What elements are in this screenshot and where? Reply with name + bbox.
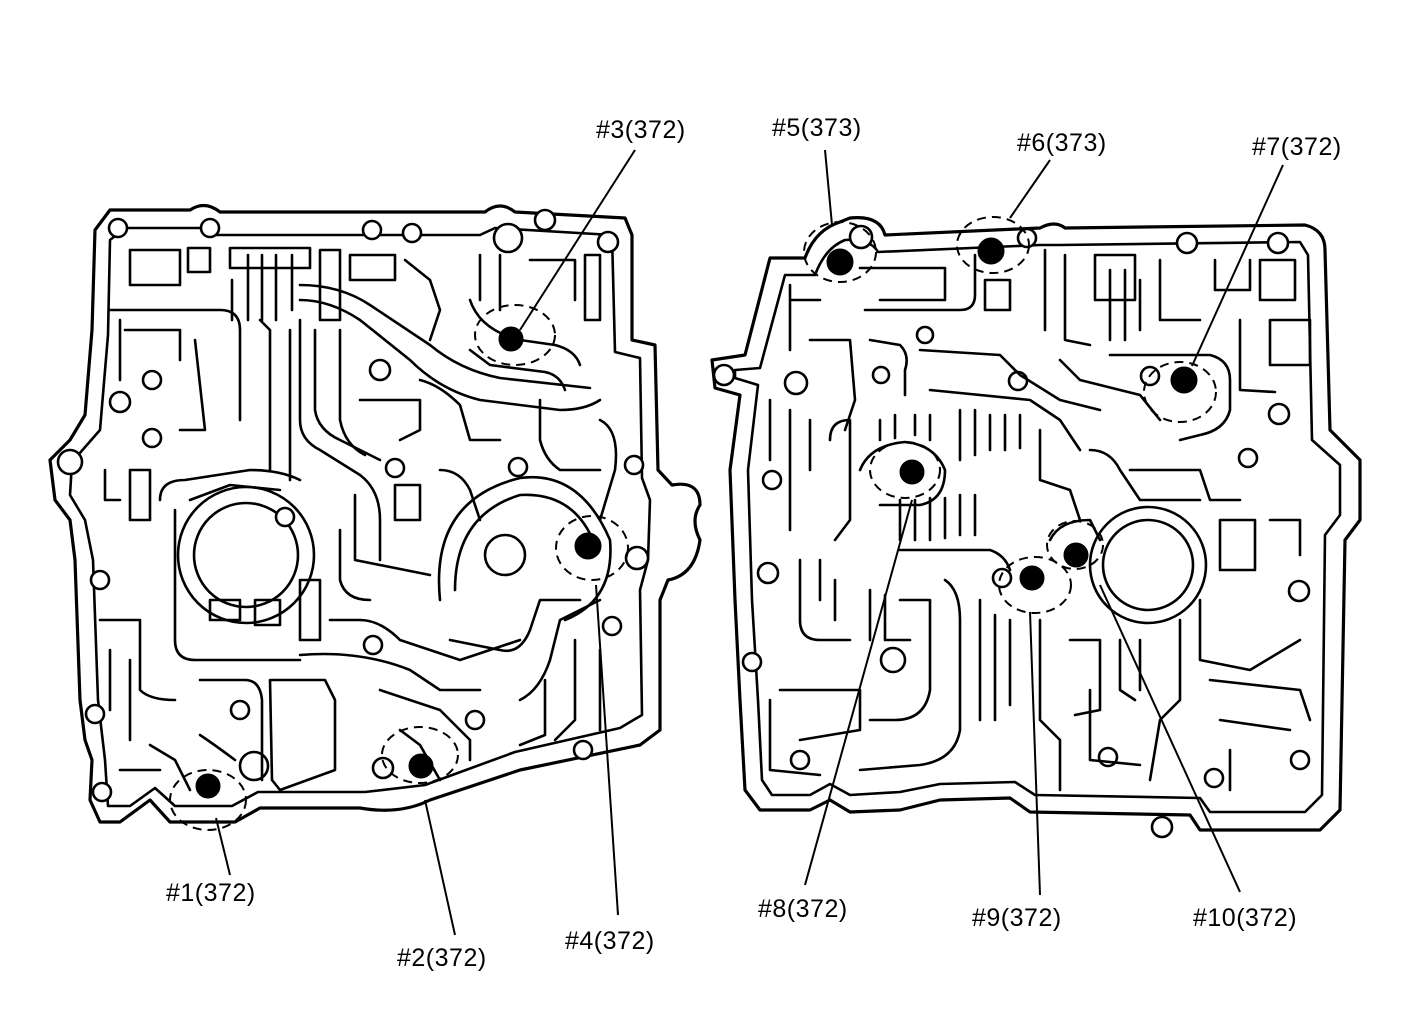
callout-4: #4(372) bbox=[565, 927, 655, 955]
left-valve-plate bbox=[48, 203, 702, 831]
left-large-bore bbox=[192, 501, 300, 609]
leader-4 bbox=[595, 584, 619, 916]
left-pump-ring bbox=[437, 475, 612, 622]
left-bolt-holes bbox=[56, 208, 650, 803]
pocket-3-outline bbox=[474, 304, 556, 366]
leader-3 bbox=[519, 149, 636, 331]
leader-2 bbox=[424, 799, 456, 936]
check-ball-4 bbox=[574, 532, 602, 560]
check-ball-5 bbox=[826, 248, 854, 276]
left-plate-outline bbox=[48, 203, 702, 824]
pocket-1-outline bbox=[169, 769, 247, 831]
leader-7 bbox=[1191, 164, 1284, 367]
callout-2: #2(372) bbox=[397, 944, 487, 972]
pocket-4-outline bbox=[555, 515, 629, 581]
pocket-6-outline bbox=[956, 216, 1030, 274]
pocket-8-outline bbox=[869, 441, 941, 499]
check-ball-1 bbox=[195, 773, 221, 799]
check-ball-7 bbox=[1170, 366, 1198, 394]
pocket-2-outline bbox=[381, 726, 459, 784]
callout-10: #10(372) bbox=[1193, 904, 1297, 932]
callout-9: #9(372) bbox=[972, 904, 1062, 932]
check-ball-8 bbox=[899, 459, 925, 485]
check-ball-9 bbox=[1019, 565, 1045, 591]
right-plate-inner-outline bbox=[733, 238, 1342, 814]
right-large-bore bbox=[1101, 518, 1195, 612]
left-center-bore bbox=[483, 533, 527, 577]
leader-9 bbox=[1029, 611, 1041, 896]
leader-6 bbox=[1009, 159, 1051, 219]
left-pump-ring-inner bbox=[453, 493, 597, 592]
pocket-7-outline bbox=[1143, 361, 1217, 423]
right-valve-plate bbox=[710, 216, 1362, 839]
callout-7: #7(372) bbox=[1252, 133, 1342, 161]
leader-lines bbox=[215, 149, 1284, 936]
left-plate-inner-outline bbox=[68, 226, 652, 808]
check-ball-2 bbox=[408, 753, 434, 779]
callout-labels: #1(372) #2(372) #3(372) #4(372) #5(373) … bbox=[166, 114, 1342, 972]
check-ball-10 bbox=[1063, 542, 1089, 568]
leader-5 bbox=[824, 149, 833, 226]
leader-10 bbox=[1099, 584, 1241, 893]
callout-6: #6(373) bbox=[1017, 129, 1107, 157]
left-fluid-channels bbox=[98, 246, 618, 792]
callout-1: #1(372) bbox=[166, 879, 256, 907]
leader-1 bbox=[215, 817, 231, 876]
check-ball-6 bbox=[977, 237, 1005, 265]
callout-3: #3(372) bbox=[596, 116, 686, 144]
leader-8 bbox=[804, 499, 913, 886]
pocket-10-outline bbox=[1046, 520, 1104, 570]
pocket-9-outline bbox=[998, 556, 1072, 614]
right-plate-outline bbox=[710, 216, 1362, 832]
right-large-bore-ring bbox=[1088, 505, 1208, 625]
callout-8: #8(372) bbox=[758, 895, 848, 923]
check-ball-3 bbox=[498, 326, 524, 352]
right-fluid-channels bbox=[768, 248, 1312, 792]
pocket-5-outline bbox=[803, 221, 877, 283]
callout-5: #5(373) bbox=[772, 114, 862, 142]
